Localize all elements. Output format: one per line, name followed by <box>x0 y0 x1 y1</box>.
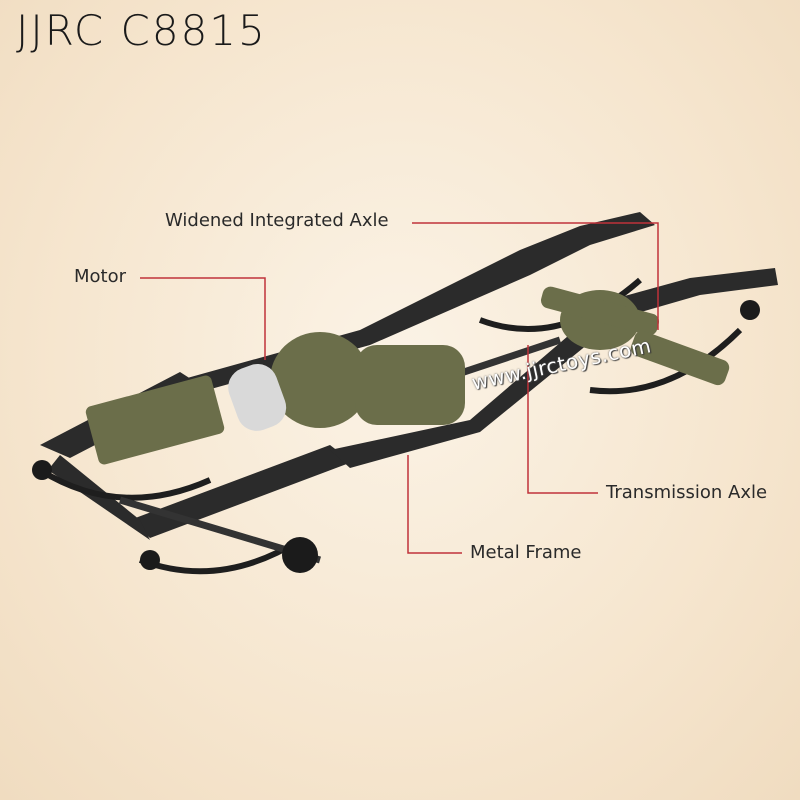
label-metal-frame: Metal Frame <box>470 542 582 563</box>
label-transmission-axle: Transmission Axle <box>606 482 768 503</box>
leader-axle <box>412 222 659 330</box>
wheel-hubs <box>32 300 760 573</box>
label-motor: Motor <box>74 266 127 287</box>
leader-transmission <box>527 345 598 494</box>
gearbox <box>85 286 730 465</box>
motor-can <box>228 364 287 431</box>
leader-lines <box>140 222 659 554</box>
product-title: JJRC C8815 <box>16 6 267 55</box>
leader-motor <box>140 277 266 360</box>
leader-frame <box>407 455 462 554</box>
label-widened-integrated-axle: Widened Integrated Axle <box>165 210 389 231</box>
